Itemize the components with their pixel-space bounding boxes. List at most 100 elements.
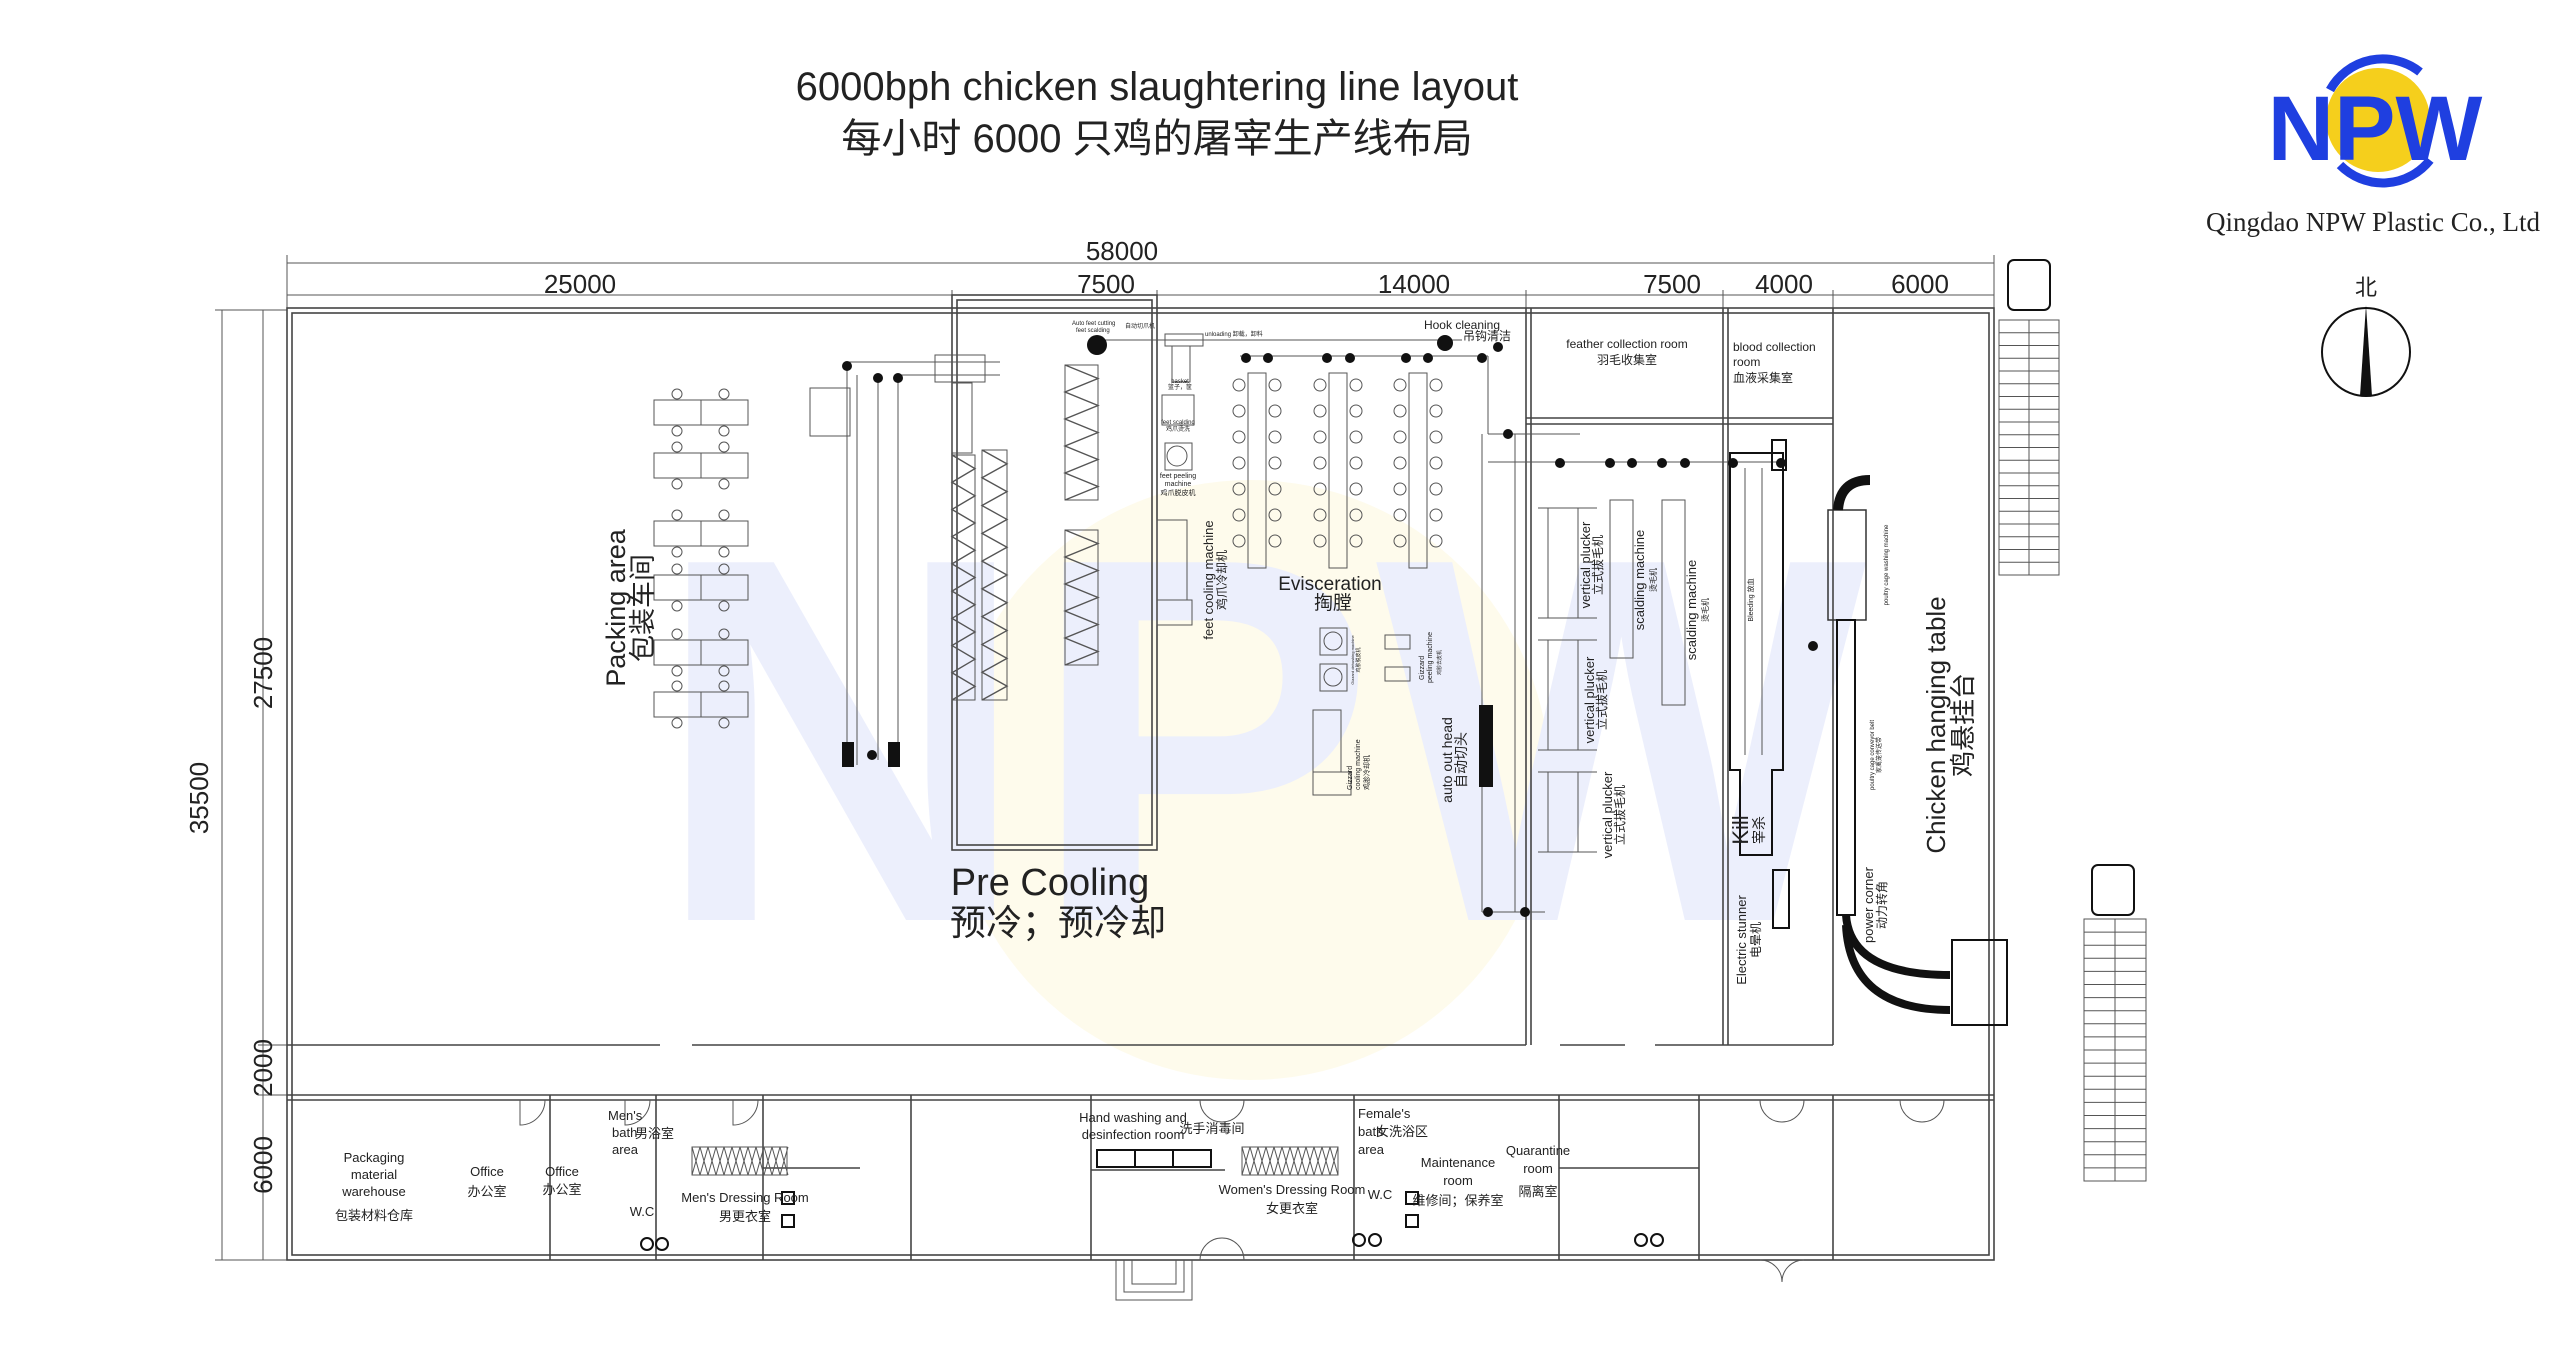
worker-icon (1393, 378, 1407, 392)
room-label: Office (470, 1164, 504, 1179)
room-label: W.C (1368, 1187, 1393, 1202)
worker-icon (718, 509, 730, 521)
dim-segment: 7500 (1643, 269, 1701, 299)
room-label: W.C (630, 1204, 655, 1219)
room-label: Quarantine (1506, 1143, 1570, 1158)
worker-icon (718, 717, 730, 729)
auto-out-head-machine (1479, 705, 1493, 787)
worker-icon (1268, 534, 1282, 548)
sprocket-icon (1503, 429, 1513, 439)
dim-segment: 4000 (1755, 269, 1813, 299)
worker-icon (671, 628, 683, 640)
north-arrow-icon (2321, 305, 2411, 397)
locker-cross (763, 1146, 773, 1176)
vertical-pluckers (1538, 499, 1686, 853)
room-label-zh: 包装材料仓库 (335, 1208, 413, 1223)
room-mens-bath: Men's bath area 男浴室 W.C (608, 1108, 674, 1219)
vertical-plucker-label: vertical plucker (1600, 771, 1615, 858)
worker-icon (671, 680, 683, 692)
dim-total-width: 58000 (1086, 236, 1158, 266)
kill-label: Kill (1728, 815, 1753, 844)
auto-out-head-label: auto out head (1439, 717, 1455, 803)
locker-cross (1249, 1146, 1259, 1176)
room-label-zh: 办公室 (542, 1182, 581, 1197)
worker-icon (1429, 378, 1443, 392)
worker-icon (1313, 482, 1327, 496)
worker-icon (1268, 508, 1282, 522)
worker-icon (1268, 430, 1282, 444)
gizzard-cooling-label: Gizzard (1347, 766, 1354, 790)
worker-icon (718, 563, 730, 575)
worker-icon (1232, 508, 1246, 522)
room-label: room (1443, 1173, 1473, 1188)
hook-cleaning-label-zh: 吊钩清洁 (1463, 329, 1511, 343)
worker-icon (718, 478, 730, 490)
blood-room-label-zh: 血液采集室 (1733, 370, 1793, 385)
vertical-plucker-label: vertical plucker (1578, 521, 1593, 608)
locker-cross (779, 1146, 789, 1176)
basket-label: basket (1171, 379, 1189, 385)
sprocket-icon (1776, 458, 1786, 468)
worker-icon (1313, 534, 1327, 548)
company-name: Qingdao NPW Plastic Co., Ltd (2206, 207, 2540, 237)
locker-cross (691, 1146, 701, 1176)
sprocket-icon (1808, 641, 1818, 651)
spiral-blades (1063, 364, 1100, 501)
kill-label-zh: 宰杀 (1751, 816, 1767, 844)
worker-icon (1268, 482, 1282, 496)
worker-icon (671, 717, 683, 729)
packing-conveyor (809, 354, 1000, 765)
worker-icon (1349, 404, 1363, 418)
feet-peeling-label-zh: 鸡爪脱皮机 (1161, 488, 1196, 497)
sprocket-icon (1263, 353, 1273, 363)
worker-icon (671, 600, 683, 612)
plucker-labels: vertical plucker 立式拔毛机 vertical plucker … (1578, 521, 1710, 858)
worker-icon (718, 680, 730, 692)
worker-icon (1313, 456, 1327, 470)
feet-scalding-small-label: feet scalding (1076, 328, 1110, 334)
room-label-zh: 维修间；保养室 (1412, 1193, 1503, 1209)
conveyor-drive-icons (842, 361, 903, 767)
cage-rack-top (1998, 319, 2060, 576)
cage-conveyor (1827, 475, 2008, 1026)
north-label: 北 (2355, 275, 2377, 300)
sprocket-icon (1627, 458, 1637, 468)
cage-conveyor-label: poultry cage conveyor belt (1870, 720, 1876, 790)
room-label-zh: 男浴室 (635, 1126, 674, 1141)
auto-feet-cutting-label: Auto feet cutting (1072, 321, 1115, 327)
npw-logo: NPW (2268, 54, 2482, 188)
worker-icon (1268, 456, 1282, 470)
worker-icon (1429, 404, 1443, 418)
room-packaging-warehouse: Packaging material warehouse 包装材料仓库 (335, 1150, 413, 1223)
room-label: Office (545, 1164, 579, 1179)
sprocket-icon (1345, 353, 1355, 363)
sprocket-icon (1241, 353, 1251, 363)
room-label: bath (1358, 1124, 1383, 1139)
worker-icon (1349, 508, 1363, 522)
room-hand-washing: Hand washing and desinfection room 洗手消毒间 (1079, 1110, 1244, 1142)
worker-icon (718, 425, 730, 437)
worker-icon (1429, 430, 1443, 444)
worker-icon (1232, 456, 1246, 470)
locker-cross (715, 1146, 725, 1176)
sprocket-icon (1423, 353, 1433, 363)
electric-stunner-label: Electric stunner (1734, 895, 1749, 985)
dim-total-height: 35500 (184, 762, 214, 834)
room-label: bath (612, 1125, 637, 1140)
worker-icon (1393, 456, 1407, 470)
hanging-table-label: Chicken hanging table (1921, 596, 1951, 853)
locker-cross (747, 1146, 757, 1176)
room-maintenance: Maintenance room 维修间；保养室 (1412, 1155, 1503, 1209)
worker-icon (1232, 404, 1246, 418)
packing-table (700, 691, 749, 718)
dim-vertical: 27500 (248, 637, 278, 709)
gizzard-cooling-label-2: cooling machine (1355, 739, 1362, 790)
locker-cross (1257, 1146, 1267, 1176)
locker-cross (731, 1146, 741, 1176)
worker-icon (1429, 534, 1443, 548)
sinks (1096, 1149, 1212, 1168)
locker-cross (699, 1146, 709, 1176)
sprocket-icon (1657, 458, 1667, 468)
room-quarantine: Quarantine room 隔离室 (1506, 1143, 1570, 1199)
doors (519, 1099, 1945, 1301)
